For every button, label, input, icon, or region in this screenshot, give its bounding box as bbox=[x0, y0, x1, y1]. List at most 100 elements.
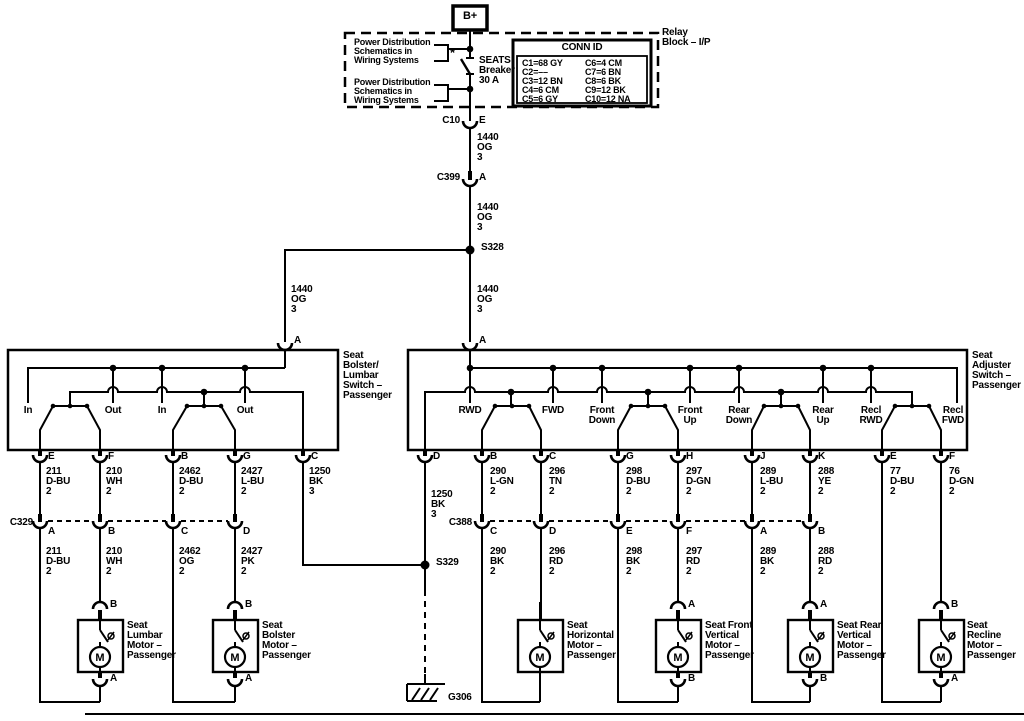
junction-dot bbox=[466, 364, 474, 372]
pin-letter: E bbox=[890, 451, 897, 462]
switch-position-label: Out bbox=[104, 405, 122, 416]
motor-label: Seat Recline Motor – Passenger bbox=[967, 620, 1016, 661]
switch-blade bbox=[664, 405, 679, 450]
motor-breaker-blade bbox=[940, 629, 950, 643]
pin-letter: K bbox=[818, 451, 826, 462]
pin-letter: E bbox=[626, 526, 633, 537]
pin-connector-arc bbox=[294, 454, 312, 464]
junction-dot bbox=[761, 403, 767, 409]
pin-letter: F bbox=[108, 451, 114, 462]
motor-return-loop bbox=[751, 528, 810, 703]
connector-c329-arc bbox=[164, 520, 182, 530]
motor-pin-letter: A bbox=[245, 673, 253, 684]
motor-symbol: M bbox=[936, 652, 945, 664]
conn-id-entry: C4=6 CM bbox=[522, 85, 559, 95]
pin-letter: H bbox=[686, 451, 694, 462]
switch-position-label: Front Down bbox=[588, 405, 616, 426]
connector-c10-label: C10 bbox=[442, 115, 460, 126]
power-distribution-note-2: Power Distribution Schematics in Wiring … bbox=[354, 77, 431, 105]
wire-label: 297 D-GN 2 bbox=[686, 466, 711, 497]
motor-top-pin-arc bbox=[226, 600, 244, 610]
relay-block-outline bbox=[343, 31, 660, 109]
pin-letter: G bbox=[243, 451, 251, 462]
junction-dot bbox=[778, 403, 784, 409]
common-rail bbox=[69, 386, 304, 450]
motor-return-loop bbox=[881, 462, 941, 703]
motor-pin-letter: B bbox=[110, 599, 118, 610]
junction-dot bbox=[909, 403, 915, 409]
conn-id-entry: C5=6 GY bbox=[522, 94, 558, 104]
pin-connector-arc bbox=[532, 454, 550, 464]
power-dist-bracket bbox=[434, 84, 449, 102]
motor-breaker-slash bbox=[547, 631, 555, 641]
ground-symbol bbox=[429, 687, 439, 701]
pin-connector-arc bbox=[801, 454, 819, 464]
motor-pin-letter: A bbox=[688, 599, 696, 610]
wire-label: 210 WH 2 bbox=[106, 466, 123, 497]
conn-id-table-inner bbox=[516, 55, 648, 104]
pin-connector-arc bbox=[743, 454, 761, 464]
wire-label: 297 RD 2 bbox=[686, 546, 703, 577]
wire-label: 289 BK 2 bbox=[760, 546, 777, 577]
connector-c399-arc bbox=[461, 178, 479, 188]
switch-position-label: In bbox=[23, 405, 33, 416]
breaker-label: SEATS Breaker 30 A bbox=[479, 55, 515, 86]
wire-label: 289 L-BU 2 bbox=[760, 466, 784, 497]
conn-id-entry: C10=12 NA bbox=[585, 94, 631, 104]
connector-c388-arc bbox=[609, 520, 627, 530]
pin-letter: A bbox=[760, 526, 768, 537]
junction-dot bbox=[507, 388, 515, 396]
junction-dot bbox=[50, 403, 56, 409]
conn-id-entry: C8=6 BK bbox=[585, 76, 621, 86]
motor-symbol: M bbox=[535, 652, 544, 664]
wire-label: 1250 BK 3 bbox=[309, 466, 331, 497]
wire-label: 290 L-GN 2 bbox=[490, 466, 514, 497]
switch-position-label: Out bbox=[236, 405, 254, 416]
switch-position-label: Rear Up bbox=[812, 405, 834, 426]
switch-position-label: FWD bbox=[541, 405, 565, 416]
wire-label: 2427 L-BU 2 bbox=[241, 466, 265, 497]
switch-blade bbox=[928, 405, 942, 450]
pin-connector-arc bbox=[31, 454, 49, 464]
connector-c10-arc bbox=[461, 120, 479, 130]
motor-pin-letter: A bbox=[110, 673, 118, 684]
splice-s329-label: S329 bbox=[436, 557, 459, 568]
junction-dot bbox=[795, 403, 801, 409]
wire-label: 296 TN 2 bbox=[549, 466, 566, 497]
pin-connector-arc bbox=[473, 454, 491, 464]
motor-label: Seat Bolster Motor – Passenger bbox=[262, 620, 311, 661]
power-dist-bracket bbox=[434, 44, 449, 62]
pin-letter: B bbox=[108, 526, 116, 537]
motor-return-loop bbox=[481, 528, 540, 703]
left-switch-label: Seat Bolster/ Lumbar Switch – Passenger bbox=[343, 350, 392, 401]
junction-dot bbox=[466, 85, 474, 93]
motor-top-pin-arc bbox=[669, 600, 687, 610]
junction-dot bbox=[892, 403, 898, 409]
connector-c388-arc bbox=[532, 520, 550, 530]
junction-dot bbox=[662, 403, 668, 409]
pin-letter: C bbox=[549, 451, 557, 462]
wire-label: 288 YE 2 bbox=[818, 466, 835, 497]
pin-connector-arc bbox=[226, 454, 244, 464]
connector-c399-pin: A bbox=[479, 172, 487, 183]
motor-symbol: M bbox=[230, 652, 239, 664]
wire-label: 2462 D-BU 2 bbox=[179, 466, 204, 497]
motor-breaker-circle bbox=[107, 632, 115, 640]
motor-breaker-blade bbox=[99, 629, 109, 643]
pin-letter: B bbox=[181, 451, 189, 462]
ground-symbol bbox=[420, 687, 430, 701]
motor-breaker-blade bbox=[539, 629, 549, 643]
conn-id-entry: C6=4 CM bbox=[585, 58, 622, 68]
junction-dot bbox=[492, 403, 498, 409]
junction-dot bbox=[466, 45, 474, 53]
switch-blade bbox=[39, 405, 54, 450]
pin-letter: C bbox=[311, 451, 319, 462]
motor-breaker-blade bbox=[809, 629, 819, 643]
switch-blade bbox=[86, 405, 101, 450]
pin-letter: F bbox=[949, 451, 955, 462]
motor-symbol: M bbox=[95, 652, 104, 664]
breaker-star: * bbox=[450, 45, 455, 60]
battery-feed-label: B+ bbox=[463, 10, 477, 22]
wire-label: 76 D-GN 2 bbox=[949, 466, 974, 497]
